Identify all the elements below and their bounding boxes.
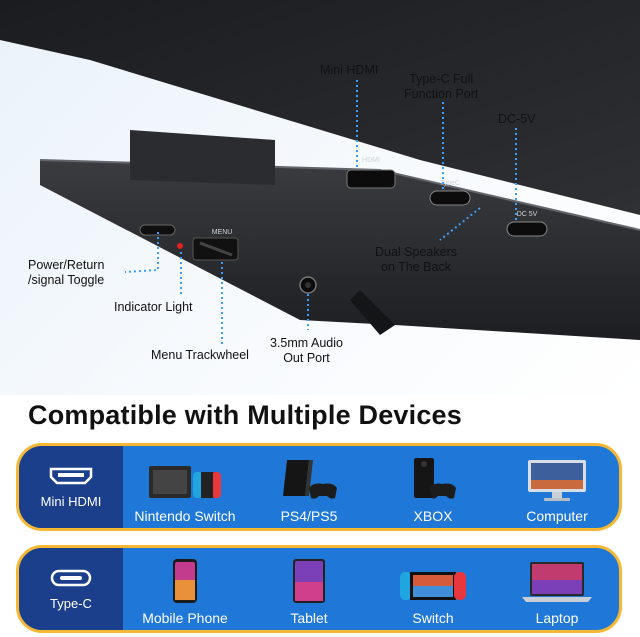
device-ps4-ps5: PS4/PS5: [252, 450, 367, 524]
callout-text: /signal Toggle: [28, 273, 105, 287]
device-label: Laptop: [535, 610, 579, 626]
device-tablet: Tablet: [252, 552, 367, 626]
callout-text: Function Port: [404, 87, 479, 101]
mini-hdmi-port: [346, 169, 396, 189]
device-list: Nintendo Switch PS4/PS5 XBOX: [123, 446, 619, 528]
device-list: Mobile Phone Tablet: [123, 548, 619, 630]
hdmi-port-icon: [49, 467, 93, 484]
port-label: Type-C: [50, 595, 92, 611]
callout-text: Menu Trackwheel: [151, 348, 249, 362]
compat-row-mini-hdmi: Mini HDMI Nintendo Switch: [16, 443, 622, 531]
device-xbox: XBOX: [376, 450, 491, 524]
product-illustration: HDMI TypeC DC 5V MENU Mini HDMI: [0, 0, 640, 395]
callout-dual-speakers: Dual Speakers on The Back: [375, 245, 457, 275]
device-laptop: Laptop: [500, 552, 615, 626]
callout-power-toggle: Power/Return /signal Toggle: [28, 258, 104, 288]
port-label-cell: Type-C: [19, 548, 123, 630]
nintendo-switch-icon: [149, 466, 221, 498]
hdmi-marking: HDMI: [362, 157, 380, 164]
compat-row-type-c: Type-C Mobile Phone Tablet: [16, 545, 622, 633]
callout-text: Type-C Full: [409, 72, 474, 86]
port-label-cell: Mini HDMI: [19, 446, 123, 528]
dc5v-marking: DC 5V: [517, 211, 538, 218]
callout-text: Dual Speakers: [375, 245, 457, 259]
laptop-icon: [522, 562, 592, 602]
callout-text: on The Back: [381, 260, 451, 274]
callout-text: Mini HDMI: [320, 63, 379, 77]
usb-c-port-icon: [50, 569, 92, 586]
monitor-back-panel: [0, 0, 640, 215]
callout-indicator-light: Indicator Light: [114, 300, 193, 315]
callout-audio-port: 3.5mm Audio Out Port: [270, 336, 343, 366]
device-label: PS4/PS5: [280, 508, 338, 524]
callout-text: DC-5V: [498, 112, 536, 126]
callout-mini-hdmi: Mini HDMI: [320, 63, 378, 78]
menu-marking: MENU: [212, 229, 233, 236]
device-switch: Switch: [376, 552, 491, 626]
computer-monitor-icon: [528, 460, 586, 501]
device-label: Nintendo Switch: [134, 508, 236, 524]
switch-handheld-icon: [400, 572, 466, 600]
callout-type-c-port: Type-C Full Function Port: [404, 72, 478, 102]
device-computer: Computer: [500, 450, 615, 524]
callout-text: Indicator Light: [114, 300, 193, 314]
device-mobile-phone: Mobile Phone: [128, 552, 243, 626]
xbox-icon: [414, 458, 456, 499]
callout-menu-trackwheel: Menu Trackwheel: [151, 348, 249, 363]
device-nintendo-switch: Nintendo Switch: [128, 450, 243, 524]
mobile-phone-icon: [173, 559, 197, 603]
section-heading: Compatible with Multiple Devices: [28, 400, 462, 430]
monitor-side-view: HDMI TypeC DC 5V MENU: [0, 0, 640, 345]
tablet-icon: [293, 559, 325, 603]
device-label: Tablet: [290, 610, 328, 626]
device-label: Switch: [412, 610, 454, 626]
device-label: Mobile Phone: [142, 610, 228, 626]
callout-dc-5v: DC-5V: [498, 112, 536, 127]
callout-text: Power/Return: [28, 258, 105, 272]
callout-text: Out Port: [283, 351, 330, 365]
port-label: Mini HDMI: [40, 493, 102, 509]
dc-5v-port: [506, 221, 548, 237]
typec-marking: TypeC: [440, 180, 460, 187]
type-c-port: [429, 190, 471, 206]
indicator-light: [177, 243, 183, 249]
callout-text: 3.5mm Audio: [270, 336, 343, 350]
ps4-icon: [283, 460, 337, 499]
device-label: Computer: [526, 508, 588, 524]
monitor-side-body: [40, 160, 640, 340]
device-label: XBOX: [413, 508, 453, 524]
power-button: [139, 224, 176, 236]
